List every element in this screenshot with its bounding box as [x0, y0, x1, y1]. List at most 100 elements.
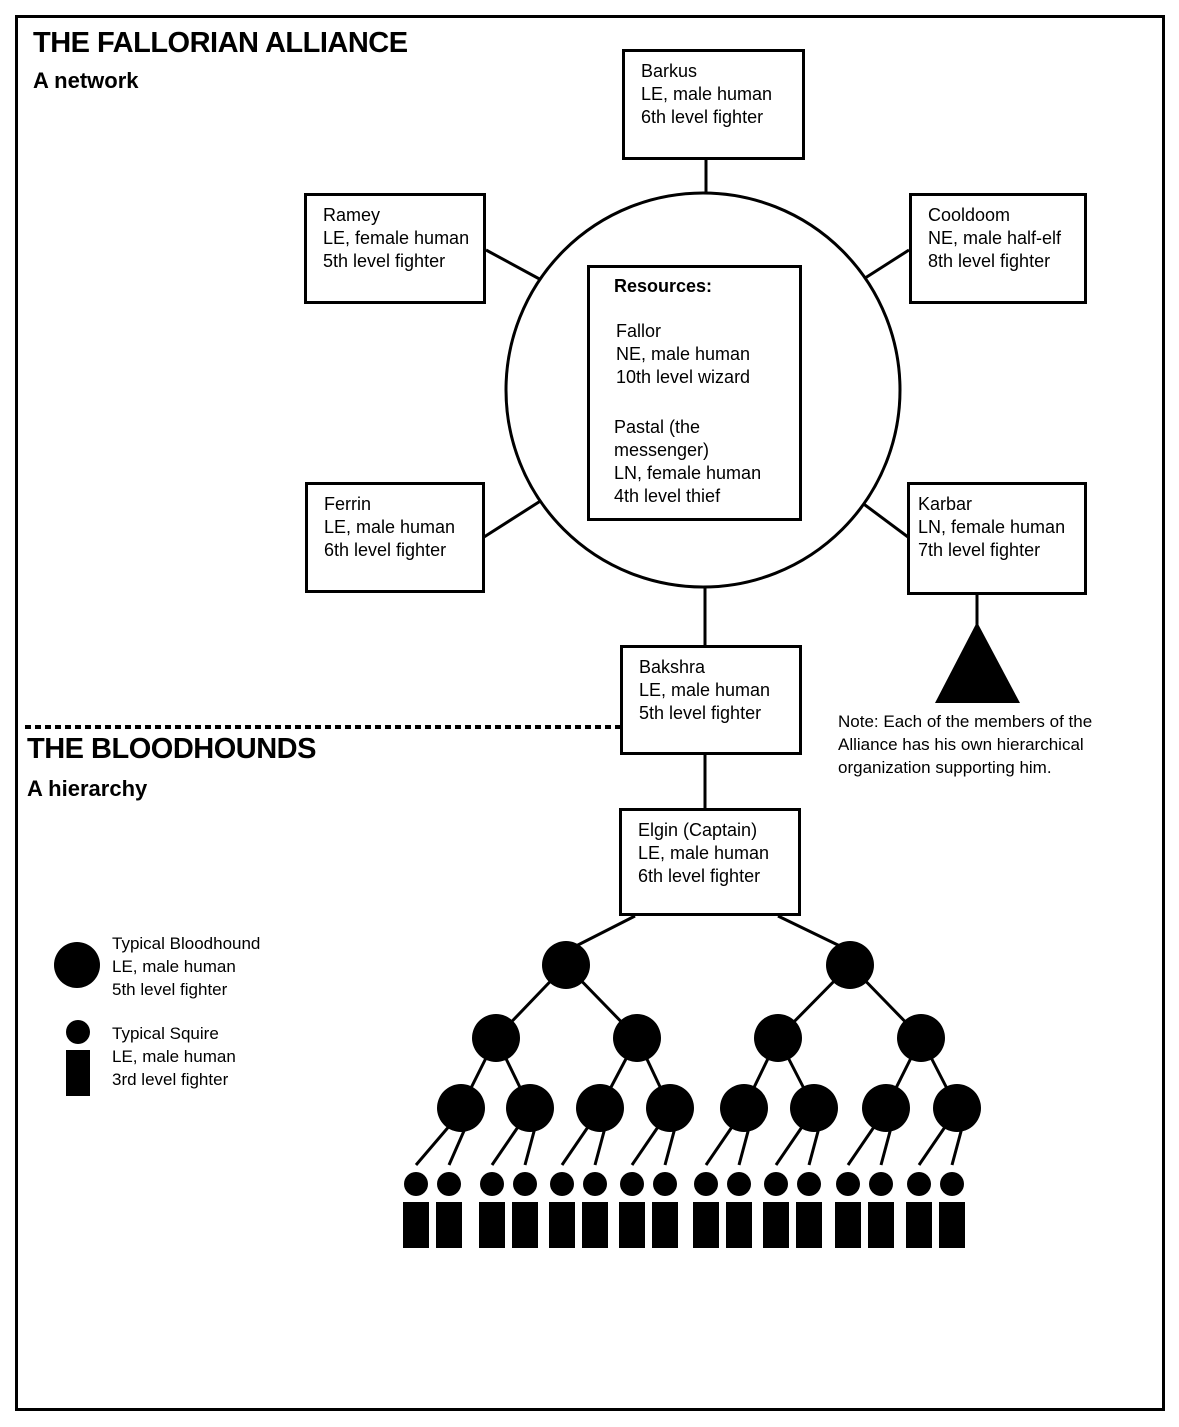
tree-link — [573, 914, 636, 949]
member-detail: 5th level fighter — [323, 251, 446, 271]
member-detail: LE, male human — [324, 517, 456, 537]
captain-name: Elgin (Captain) — [638, 820, 758, 840]
alliance-note: Note: Each of the members of the Allianc… — [838, 710, 1092, 779]
resource-line: LN, female human — [614, 463, 762, 483]
squire-head-icon — [869, 1172, 893, 1196]
member-box-bakshra: Bakshra LE, male human 5th level fighter — [620, 645, 802, 755]
note-line: Alliance has his own hierarchical — [838, 735, 1084, 754]
legend-line: LE, male human — [112, 1047, 236, 1066]
squire-body-icon — [512, 1202, 538, 1248]
squire-body-icon — [835, 1202, 861, 1248]
squire-head-icon — [797, 1172, 821, 1196]
legend-line: LE, male human — [112, 957, 236, 976]
legend-line: 3rd level fighter — [112, 1070, 229, 1089]
resource-line: Fallor — [616, 321, 662, 341]
tree-link — [490, 1123, 522, 1166]
tree-link — [774, 1123, 806, 1166]
member-detail: LE, male human — [639, 680, 771, 700]
member-name: Barkus — [641, 61, 698, 81]
legend-line: 5th level fighter — [112, 980, 228, 999]
member-name: Karbar — [918, 494, 973, 514]
resources-title: Resources: — [614, 276, 713, 296]
bloodhound-node-icon — [754, 1014, 802, 1062]
squire-body-icon — [868, 1202, 894, 1248]
member-box-cooldoom: Cooldoom NE, male half-elf 8th level fig… — [909, 193, 1087, 304]
squire-body-icon — [549, 1202, 575, 1248]
squire-legend-body-icon — [66, 1050, 90, 1096]
resource-line: Pastal (the — [614, 417, 701, 437]
member-detail: LE, female human — [323, 228, 470, 248]
squire-body-icon — [479, 1202, 505, 1248]
bloodhound-node-icon — [576, 1084, 624, 1132]
bloodhounds-title: THE BLOODHOUNDS — [27, 733, 316, 765]
member-detail: 5th level fighter — [639, 703, 762, 723]
squire-head-icon — [836, 1172, 860, 1196]
squire-head-icon — [727, 1172, 751, 1196]
squire-body-icon — [652, 1202, 678, 1248]
member-detail: LN, female human — [918, 517, 1066, 537]
member-name: Ferrin — [324, 494, 372, 514]
squire-head-icon — [583, 1172, 607, 1196]
member-name: Cooldoom — [928, 205, 1011, 225]
captain-box-elgin: Elgin (Captain) LE, male human 6th level… — [619, 808, 801, 916]
bloodhound-node-icon — [862, 1084, 910, 1132]
bloodhound-legend-icon — [54, 942, 100, 988]
squire-head-icon — [404, 1172, 428, 1196]
squire-head-icon — [620, 1172, 644, 1196]
bloodhound-node-icon — [933, 1084, 981, 1132]
resource-line: messenger) — [614, 440, 710, 460]
tree-link — [414, 1123, 453, 1166]
member-box-ramey: Ramey LE, female human 5th level fighter — [304, 193, 486, 304]
member-detail: 6th level fighter — [324, 540, 447, 560]
squire-body-icon — [763, 1202, 789, 1248]
member-detail: 7th level fighter — [918, 540, 1041, 560]
bloodhound-node-icon — [897, 1014, 945, 1062]
bloodhounds-subtitle: A hierarchy — [27, 776, 148, 801]
squire-body-icon — [619, 1202, 645, 1248]
member-name: Ramey — [323, 205, 381, 225]
connectors — [483, 158, 979, 808]
tree-link — [560, 1123, 592, 1166]
squire-head-icon — [907, 1172, 931, 1196]
bloodhound-node-icon — [506, 1084, 554, 1132]
member-name: Bakshra — [639, 657, 706, 677]
bloodhound-node-icon — [826, 941, 874, 989]
page-border — [15, 15, 1165, 1411]
squire-legend-head-icon — [66, 1020, 90, 1044]
squire-head-icon — [940, 1172, 964, 1196]
squire-body-icon — [726, 1202, 752, 1248]
alliance-subtitle: A network — [33, 68, 139, 93]
squire-body-icon — [796, 1202, 822, 1248]
legend-icons — [54, 942, 100, 1096]
resource-line: 4th level thief — [614, 486, 721, 506]
bloodhound-node-icon — [437, 1084, 485, 1132]
link-ferrin — [483, 498, 543, 539]
bloodhound-node-icon — [720, 1084, 768, 1132]
hierarchy-pyramid-icon — [935, 622, 1020, 703]
resources-box: Resources: Fallor NE, male human 10th le… — [587, 265, 802, 521]
link-ramey — [485, 248, 546, 284]
resource-line: NE, male human — [616, 344, 751, 364]
alliance-title: THE FALLORIAN ALLIANCE — [33, 27, 408, 59]
bloodhound-tree — [403, 914, 981, 1248]
squire-body-icon — [403, 1202, 429, 1248]
tree-link — [777, 914, 843, 949]
squire-head-icon — [653, 1172, 677, 1196]
squire-head-icon — [550, 1172, 574, 1196]
legend-line: Typical Squire — [112, 1024, 219, 1043]
squire-head-icon — [694, 1172, 718, 1196]
member-detail: 6th level fighter — [641, 107, 764, 127]
member-box-karbar: Karbar LN, female human 7th level fighte… — [907, 482, 1087, 595]
squire-body-icon — [939, 1202, 965, 1248]
tree-link — [917, 1123, 949, 1166]
member-box-barkus: Barkus LE, male human 6th level fighter — [622, 49, 805, 160]
member-box-ferrin: Ferrin LE, male human 6th level fighter — [305, 482, 485, 593]
bloodhound-node-icon — [613, 1014, 661, 1062]
bloodhound-node-icon — [646, 1084, 694, 1132]
squire-body-icon — [906, 1202, 932, 1248]
legend-bloodhound: Typical Bloodhound LE, male human 5th le… — [112, 932, 260, 1001]
resource-spacer — [614, 389, 799, 416]
squire-head-icon — [513, 1172, 537, 1196]
bloodhound-node-icon — [542, 941, 590, 989]
tree-link — [846, 1123, 878, 1166]
